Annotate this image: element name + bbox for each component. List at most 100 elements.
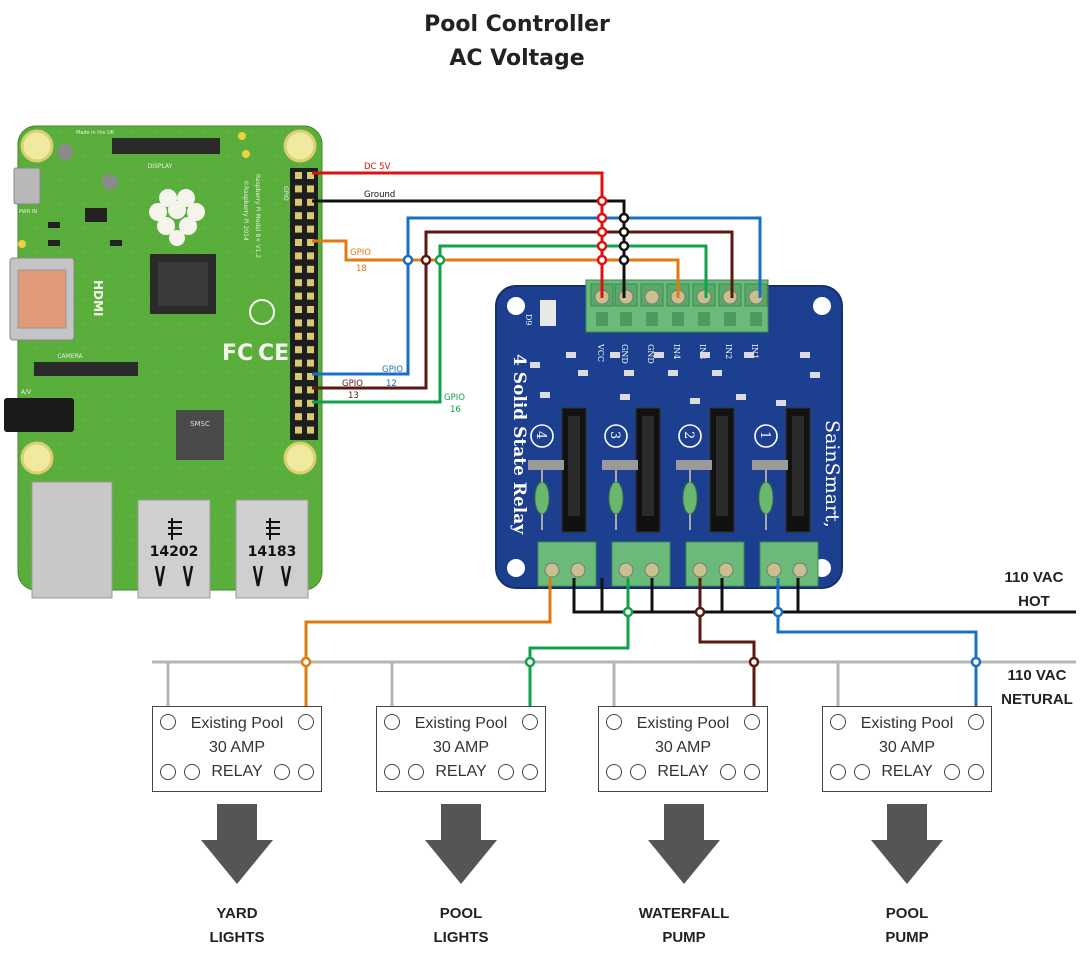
ssr-board-title: 4 Solid State Relay xyxy=(509,354,529,535)
terminal-screw xyxy=(618,562,634,578)
relay-terminal xyxy=(298,764,314,780)
gpio-pin xyxy=(307,292,314,300)
relay-terminal xyxy=(744,714,760,730)
output-label-yard-lights: YARD LIGHTS xyxy=(167,902,307,950)
usb-right-label: 14183 xyxy=(248,544,297,560)
varistor xyxy=(758,481,774,515)
capacitor xyxy=(102,174,118,190)
mounting-hole xyxy=(20,129,54,163)
load-wire-yard-lights xyxy=(304,578,552,716)
ssr-channel-label: 2 xyxy=(681,431,696,439)
wire-label: GPIO xyxy=(342,379,363,389)
gpio-pin xyxy=(307,346,314,354)
terminal-slot xyxy=(672,312,684,326)
load-wires xyxy=(304,578,978,716)
gpio-pin xyxy=(307,279,314,287)
neutral-label-line1: 110 VAC xyxy=(1007,667,1067,684)
ssr-channel-label: 4 xyxy=(533,431,548,439)
ssr-channel-circle xyxy=(678,424,702,448)
gpio-pin xyxy=(295,373,302,380)
gpio-pin xyxy=(307,319,314,327)
output-line2: PUMP xyxy=(662,929,706,946)
relay-type: RELAY xyxy=(435,763,487,780)
gpio-pin xyxy=(295,426,302,434)
gpio-pin xyxy=(295,292,302,300)
ce-logo: CE xyxy=(258,341,289,366)
wire-label-number: 12 xyxy=(386,379,397,389)
mounting-hole xyxy=(283,441,317,475)
usb-port-left: 14202 xyxy=(137,499,211,599)
ssr-channel-circle xyxy=(530,424,554,448)
relay-terminal xyxy=(968,764,984,780)
gpio-pin xyxy=(307,172,314,179)
camera-label: CAMERA xyxy=(57,353,83,360)
wire-hops xyxy=(402,195,630,266)
no-bin-logo xyxy=(249,299,275,325)
led-d9 xyxy=(540,300,556,326)
terminal-screw xyxy=(644,289,660,305)
lan-chip xyxy=(176,410,224,460)
gpio-pin xyxy=(295,399,302,407)
wire-label: GPIO xyxy=(444,393,465,403)
gpio-pin xyxy=(295,212,302,220)
gpio-pin xyxy=(295,239,302,246)
gpio-pin xyxy=(295,198,302,206)
output-line1: YARD xyxy=(216,905,258,922)
raspberry-logo xyxy=(149,189,205,246)
load-wire-hops xyxy=(300,606,982,668)
relay-pool-lights: Existing Pool 30 AMP RELAY xyxy=(376,706,546,792)
ssr-channel-label: 3 xyxy=(607,431,622,439)
output-terminal-block xyxy=(759,541,819,587)
av-label: A/V xyxy=(21,389,32,396)
relay-amp: 30 AMP xyxy=(432,739,490,756)
gpio-pin xyxy=(307,212,314,220)
relay-terminal xyxy=(630,764,646,780)
down-arrow-icon xyxy=(648,804,720,884)
output-line1: POOL xyxy=(885,905,929,922)
relay-type: RELAY xyxy=(211,763,263,780)
terminal-screw xyxy=(618,289,634,305)
relay-terminal xyxy=(384,764,400,780)
terminal-slot xyxy=(646,312,658,326)
gpio-pin xyxy=(295,359,302,367)
wire-ground xyxy=(312,199,626,298)
diagram-subtitle: AC Voltage xyxy=(449,46,585,71)
ssr-pin-label: GND xyxy=(620,344,629,364)
terminal-screw xyxy=(644,562,660,578)
output-terminal-block xyxy=(685,541,745,587)
relay-yard-lights: Existing Pool 30 AMP RELAY xyxy=(152,706,322,792)
gpio-pin xyxy=(307,185,314,193)
wire-label: Ground xyxy=(364,190,395,200)
gpio-pin xyxy=(307,332,314,340)
terminal-screw xyxy=(722,289,738,305)
terminal-screw xyxy=(696,289,712,305)
led-d9-label: D9 xyxy=(524,314,533,326)
terminal-screw xyxy=(718,562,734,578)
gpio-pin xyxy=(307,225,314,233)
hdmi-label: HDMI xyxy=(91,280,105,316)
relay-terminal xyxy=(160,714,176,730)
gpio-pin xyxy=(295,225,302,233)
diagram-title: Pool Controller xyxy=(424,12,610,37)
relay-terminal xyxy=(968,714,984,730)
gpio-pin xyxy=(307,239,314,246)
copyright-text: ©Raspberry Pi 2014 xyxy=(242,180,249,241)
output-terminal-block xyxy=(611,541,671,587)
relay-pool-pump: Existing Pool 30 AMP RELAY xyxy=(822,706,992,792)
wire-gpio18 xyxy=(312,239,680,298)
gpio-pin xyxy=(307,198,314,206)
relay-terminal xyxy=(830,764,846,780)
wire-gpio12 xyxy=(312,216,762,376)
terminal-slot xyxy=(724,312,736,326)
relay-label: Existing Pool xyxy=(860,715,954,732)
ssr-pin-label: VCC xyxy=(596,343,605,362)
gpio-pin xyxy=(295,306,302,313)
down-arrow-icon xyxy=(871,804,943,884)
gpio-pin xyxy=(295,332,302,340)
relay-terminal xyxy=(298,714,314,730)
relay-amp: 30 AMP xyxy=(208,739,266,756)
gpio-pin xyxy=(307,413,314,421)
load-wire-waterfall xyxy=(698,578,756,716)
terminal-screw xyxy=(544,562,560,578)
terminal-slot xyxy=(596,312,608,326)
